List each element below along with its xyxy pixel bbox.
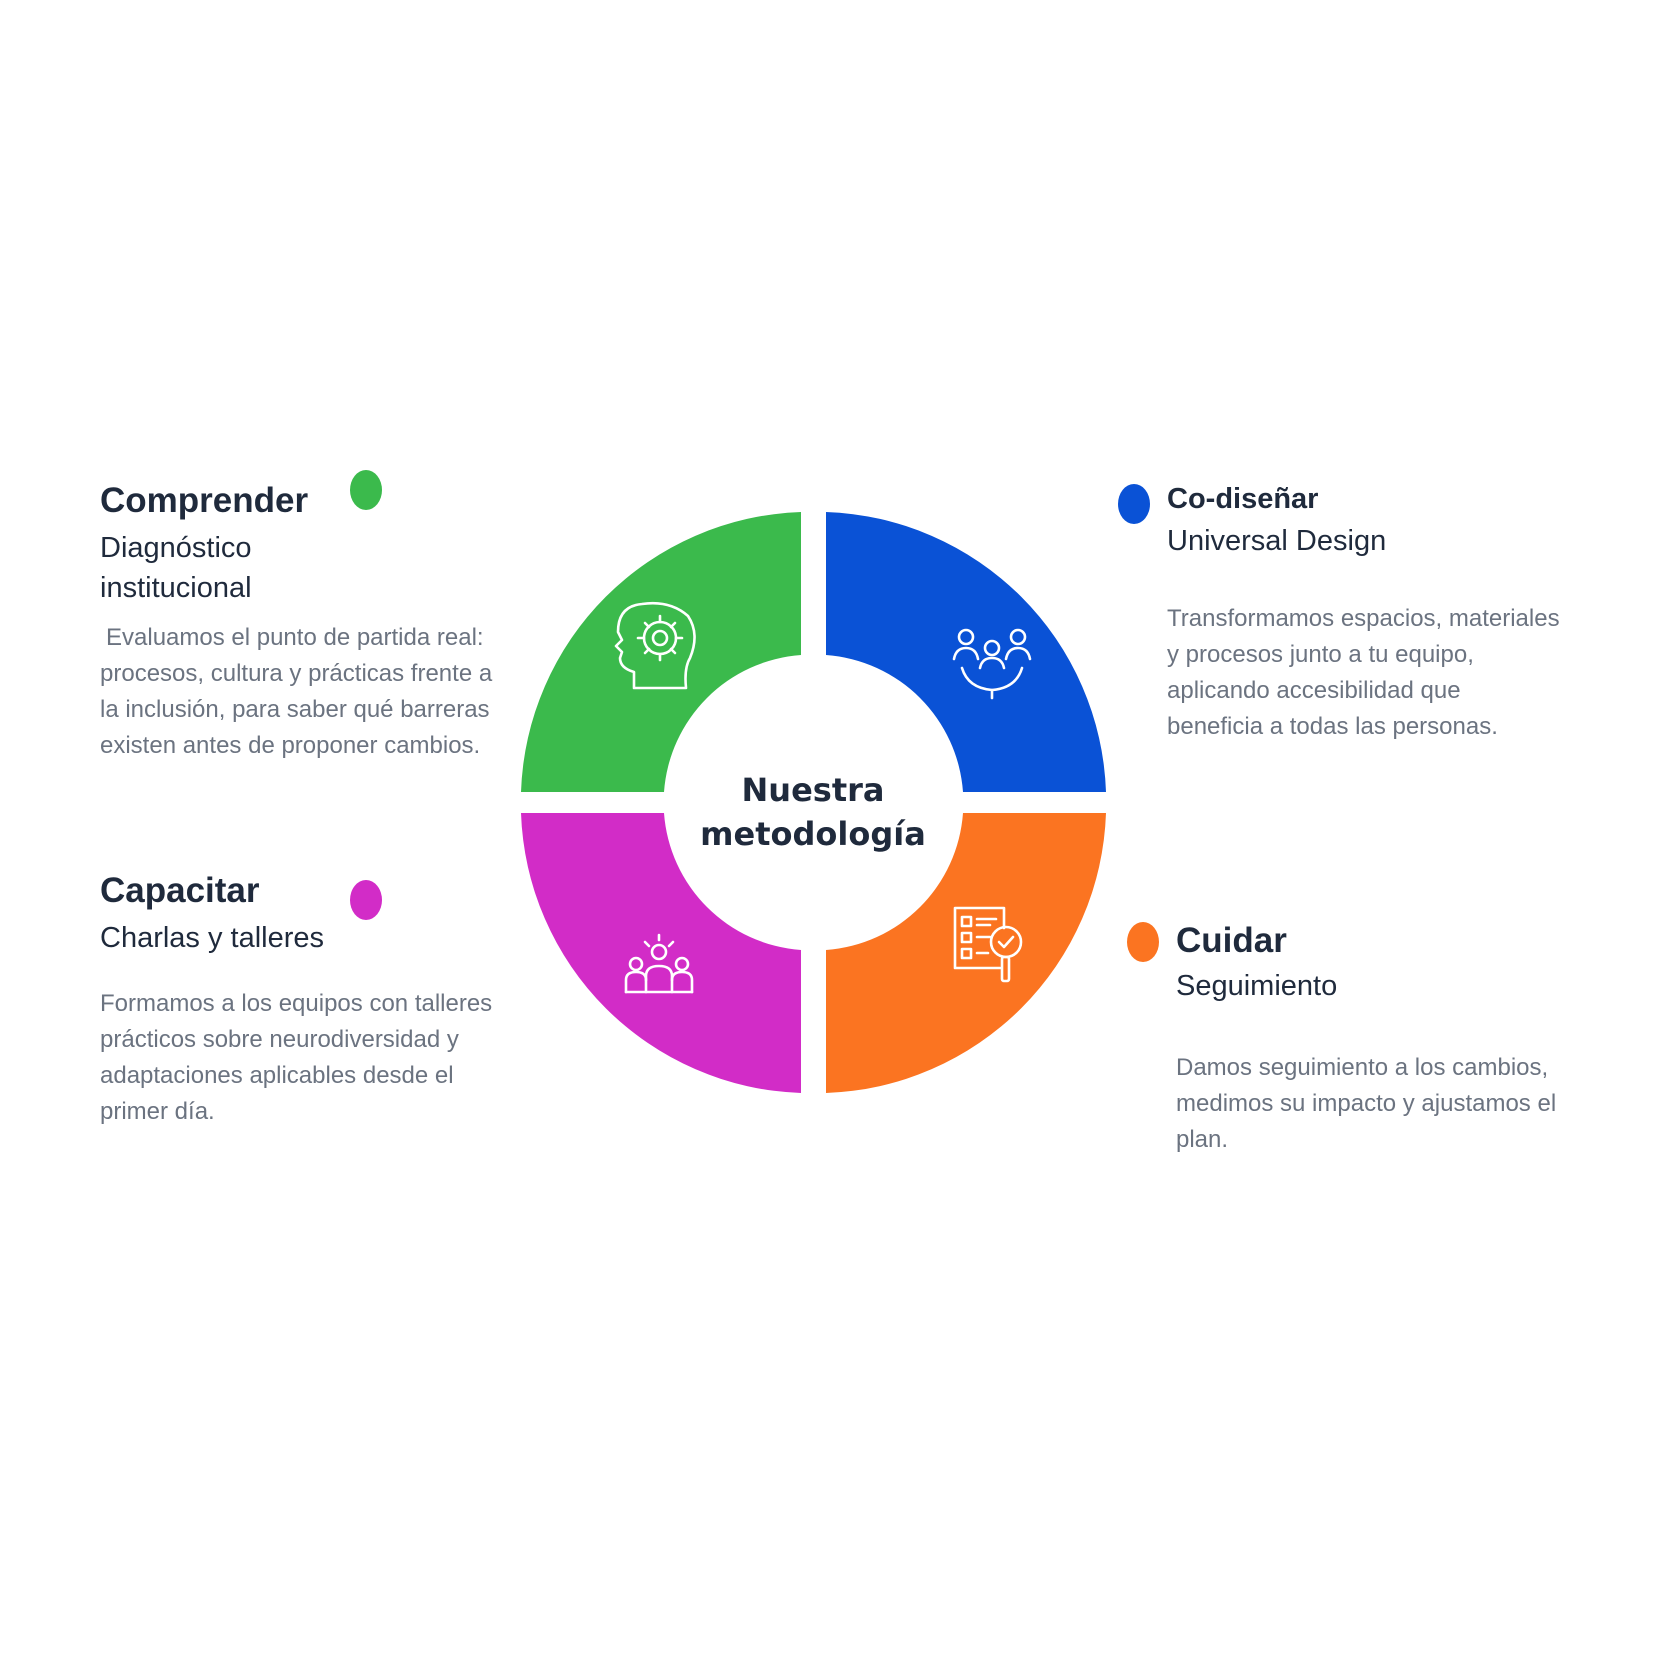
step-cuidar-title: Cuidar: [1176, 921, 1287, 960]
step-codisenar-title: Co-diseñar: [1167, 483, 1319, 515]
step-codisenar-description: Transformamos espacios, materiales y pro…: [1167, 604, 1560, 740]
segment-cuidar: [826, 813, 1106, 1093]
segment-codisenar: [826, 512, 1106, 792]
step-comprender: Comprender Diagnóstico institucional Eva…: [100, 480, 510, 764]
step-capacitar-description: Formamos a los equipos con talleres prác…: [100, 990, 493, 1125]
step-cuidar-description: Damos seguimiento a los cambios, medimos…: [1176, 1054, 1557, 1153]
team-collaboration-icon: [952, 628, 1032, 700]
center-title-line-2: metodología: [700, 815, 926, 853]
step-comprender-subtitle-2: institucional: [100, 572, 252, 604]
segment-comprender: [521, 512, 801, 792]
group-idea-icon: [624, 933, 694, 994]
center-title: Nuestra metodología: [664, 768, 962, 856]
segment-capacitar: [521, 813, 801, 1093]
center-title-line-1: Nuestra: [741, 771, 885, 809]
step-comprender-title: Comprender: [100, 481, 309, 520]
checklist-magnifier-icon: [953, 906, 1023, 983]
dot-cuidar: [1127, 922, 1159, 962]
step-comprender-subtitle-1: Diagnóstico: [100, 532, 252, 564]
step-capacitar: Capacitar Charlas y talleres Formamos a …: [100, 870, 510, 1130]
step-cuidar-subtitle: Seguimiento: [1176, 970, 1338, 1002]
step-cuidar: Cuidar Seguimiento Damos seguimiento a l…: [1176, 920, 1596, 1158]
dot-comprender: [350, 470, 382, 510]
step-capacitar-title: Capacitar: [100, 871, 260, 910]
dot-codisenar: [1118, 484, 1150, 524]
step-capacitar-subtitle: Charlas y talleres: [100, 922, 325, 954]
step-codisenar: Co-diseñar Universal Design Transformamo…: [1167, 482, 1587, 745]
step-comprender-description: Evaluamos el punto de partida real: proc…: [100, 624, 493, 759]
dot-capacitar: [350, 880, 382, 920]
head-gear-icon: [614, 601, 696, 690]
step-codisenar-subtitle: Universal Design: [1167, 524, 1387, 557]
